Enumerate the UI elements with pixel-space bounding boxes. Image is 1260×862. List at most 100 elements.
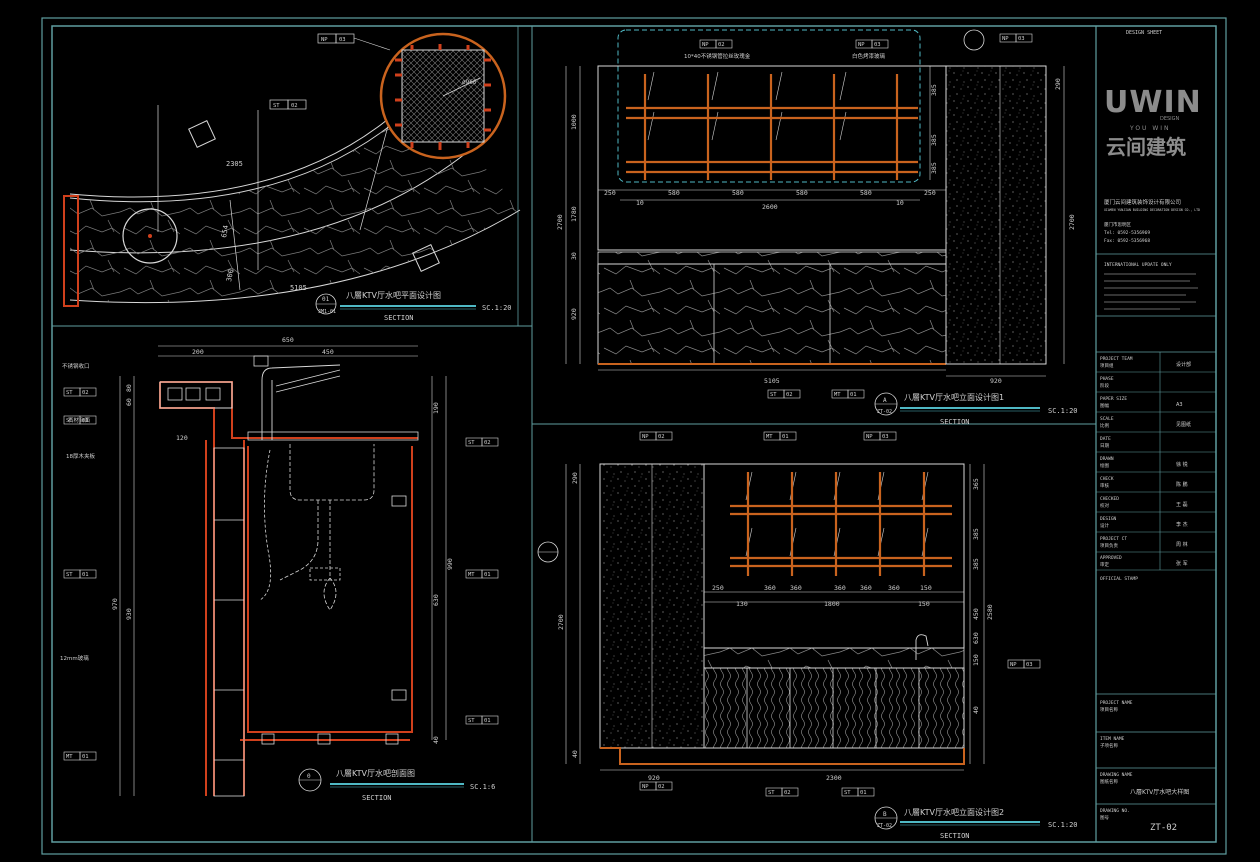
e1-tag-3-b: 01	[850, 392, 857, 398]
e1-number: A	[883, 397, 887, 404]
e1-tag-1-b: 03	[874, 42, 881, 48]
e1-tag-3-a: MT	[834, 392, 841, 398]
section-note-0: 12mm玻璃	[60, 654, 89, 662]
svg-text:A3: A3	[1176, 402, 1183, 408]
tb-item-name-label: ITEM NAME	[1100, 736, 1125, 742]
plan-tag-0: NP 03	[317, 33, 355, 44]
svg-text:PHASE: PHASE	[1100, 376, 1114, 382]
section-section-label: SECTION	[362, 794, 392, 802]
e2-top-dim-3: 360	[834, 584, 846, 592]
e1-mid-dim-0: 10	[636, 199, 644, 207]
section-tag-4-a: ST	[468, 718, 475, 724]
e2-tag-4-a: ST	[768, 790, 775, 796]
e2-bottom-dim-1: 2300	[826, 774, 842, 782]
e1-top-dim-5: 250	[924, 189, 936, 197]
tb-row-5: DRAWN 绘图 徐 锐	[1096, 456, 1216, 473]
svg-text:审定: 审定	[1100, 561, 1109, 568]
e1-section-label: SECTION	[940, 418, 970, 426]
e1-tag-4-a: NP	[1002, 36, 1009, 42]
svg-text:日期: 日期	[1100, 443, 1109, 449]
section-tag-4-b: 01	[484, 718, 491, 724]
section-scale: SC.1:6	[470, 783, 495, 791]
section-tag-0-a: ST	[66, 390, 73, 396]
e2-scale: SC.1:20	[1048, 821, 1078, 829]
plan-scale: SC.1:20	[482, 304, 512, 312]
tb-row-6: CHECK 审核 陈 鹏	[1096, 476, 1216, 493]
e2-left-dim-1: 290	[571, 472, 579, 484]
section-top-dim-1: 200	[192, 348, 204, 356]
section-right-dim-0: 990	[446, 558, 454, 570]
e1-bottom-dim-1: 920	[990, 377, 1002, 385]
svg-text:绘图: 绘图	[1100, 462, 1109, 469]
section-title: 八層KTV厅水吧剖面图	[336, 768, 415, 778]
e1-right-dim-3: 385	[930, 134, 938, 146]
section-tag-3-b: 01	[484, 572, 491, 578]
e1-top-dim-1: 580	[668, 189, 680, 197]
tb-official-stamp: OFFICIAL STAMP	[1100, 576, 1138, 582]
tb-company-en: XIAMEN YUNJIAN BUILDING DECORATION DESIG…	[1104, 208, 1200, 212]
tb-company: 厦门云间建筑装饰设计有限公司	[1104, 198, 1181, 206]
section-right-dim-2: 630	[432, 594, 440, 606]
e2-tag-0-a: NP	[642, 434, 649, 440]
svg-text:ST: ST	[273, 103, 280, 109]
section-left-dim-1: 930	[125, 608, 133, 620]
tb-notes-title: INTERNATIONAL UPDATE ONLY	[1104, 262, 1172, 268]
e2-top-dim-1: 360	[764, 584, 776, 592]
e2-right-dim-4: 450	[972, 608, 980, 620]
e2-tag-5-a: ST	[844, 790, 851, 796]
section-left-dim-2: 80	[125, 384, 133, 392]
svg-text:王 磊: 王 磊	[1176, 502, 1188, 508]
e2-tag-2-a: NP	[866, 434, 873, 440]
sheet-outer-border	[41, 17, 1227, 855]
sink-circle	[122, 208, 178, 264]
section-tag-6-a: ST	[66, 418, 73, 424]
tb-row-0: PROJECT TEAM 项目组 设计部	[1096, 356, 1216, 373]
svg-text:张 军: 张 军	[1176, 560, 1188, 567]
section-tag-1-b: 02	[484, 440, 491, 446]
e1-mid-dim-1: 2600	[762, 203, 778, 211]
elevation1-drawing: 250 580 580 580 580 250 10 2600 10 5105 …	[556, 29, 1078, 426]
tb-contact-1: 厦门市思明区	[1104, 221, 1131, 228]
logo-sub: DESIGN	[1160, 116, 1180, 122]
section-tag-0-b: 02	[82, 390, 89, 396]
e1-title: 八層KTV厅水吧立面设计图1	[904, 392, 1004, 402]
svg-text:项目负责: 项目负责	[1100, 542, 1118, 549]
e1-tag-0-a: NP	[702, 42, 709, 48]
e2-number: B	[883, 811, 887, 818]
e2-tag-4-b: 02	[784, 790, 791, 796]
section-small-dim-0: 120	[176, 434, 188, 442]
e1-ref: ZT-02	[877, 409, 892, 415]
plan-section-label: SECTION	[384, 314, 414, 322]
svg-text:图幅: 图幅	[1100, 402, 1109, 409]
e2-right-dim-0: 2580	[986, 604, 994, 620]
tb-row-10: APPROVED 审定 张 军	[1096, 555, 1216, 571]
svg-text:03: 03	[339, 37, 346, 43]
e2-right-dim-3: 385	[972, 558, 980, 570]
e2-right-dim-7: 40	[972, 706, 980, 714]
title-block: DESIGN SHEET UWIN DESIGN YOU WIN 云间建筑 厦门…	[1096, 30, 1216, 833]
e2-right-dim-1: 365	[972, 478, 980, 490]
svg-text:李 杰: 李 杰	[1176, 521, 1188, 528]
e2-section-label: SECTION	[940, 832, 970, 840]
section-left-dim-0: 970	[111, 598, 119, 610]
svg-text:CHECK: CHECK	[1100, 476, 1114, 482]
e2-tag-6-b: 03	[1026, 662, 1033, 668]
e2-right-dim-2: 385	[972, 528, 980, 540]
svg-text:NP: NP	[321, 37, 328, 43]
e2-mid-dim-0: 130	[736, 600, 748, 608]
e2-left-dim-2: 40	[571, 750, 579, 758]
svg-text:PROJECT TEAM: PROJECT TEAM	[1100, 356, 1133, 362]
e1-tag-2-a: ST	[770, 392, 777, 398]
tb-item-name-cn: 子项名称	[1100, 742, 1118, 749]
section-left-dim-3: 60	[125, 398, 133, 406]
e1-bottom-dim-0: 5105	[764, 377, 780, 385]
plan-dim-2: 654	[220, 224, 230, 238]
e1-top-dim-2: 580	[732, 189, 744, 197]
tb-row-1: PHASE 阶段	[1096, 376, 1216, 393]
e1-right-dim-0: 2700	[1068, 214, 1076, 230]
e1-right-dim-1: 290	[1054, 78, 1062, 90]
svg-text:PAPER SIZE: PAPER SIZE	[1100, 396, 1127, 402]
e1-right-dim-2: 385	[930, 84, 938, 96]
section-drawing: 650 200 450 970 930 80 60 990 190 630 40…	[60, 336, 499, 802]
plan-title: 八層KTV厅水吧平面设计图	[346, 290, 441, 300]
